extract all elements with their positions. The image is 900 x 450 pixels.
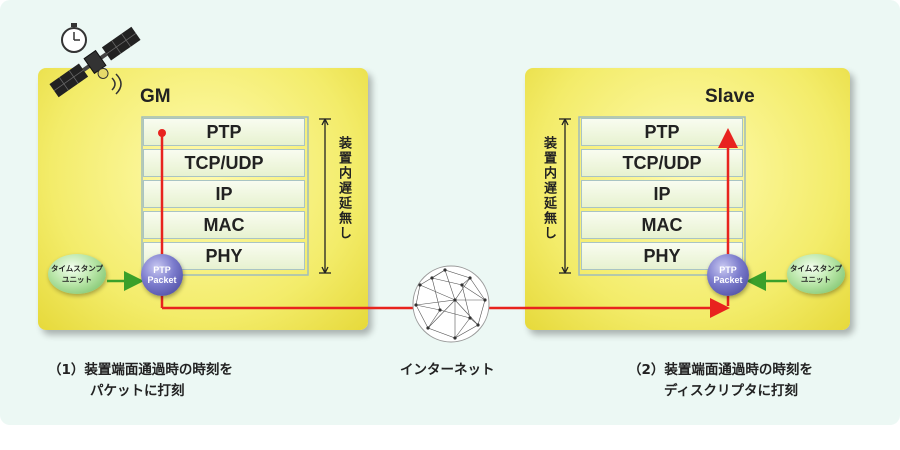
gm-caption-line-1: （1）装置端面通過時の時刻を	[48, 362, 233, 378]
slave-caption: （2）装置端面通過時の時刻を ディスクリプタに打刻	[628, 360, 813, 402]
gm-title: GM	[140, 86, 171, 107]
slave-orb-label-1: PTP	[719, 265, 737, 275]
slave-delay-bracket	[559, 118, 571, 274]
slave-ptp-packet-orb: PTP Packet	[707, 254, 749, 296]
gm-delay-label: 装置内遅延無し	[336, 136, 351, 241]
signal-wave-icon	[111, 73, 122, 95]
gm-layer-ip: IP	[143, 180, 305, 208]
gm-orb-label-2: Packet	[147, 275, 177, 285]
gm-stack-frame	[141, 116, 309, 276]
gm-device-box: GM PTP TCP/UDP IP MAC PHY 装置内遅延無し タイムスタン…	[38, 68, 368, 330]
slave-delay-label: 装置内遅延無し	[541, 136, 556, 241]
network-globe-icon	[412, 265, 490, 343]
gm-unit-label-1: タイムスタンプ	[50, 264, 104, 273]
slave-unit-label-1: タイムスタンプ	[789, 264, 843, 273]
gm-layer-mac: MAC	[143, 211, 305, 239]
slave-device-box: Slave PTP TCP/UDP IP MAC PHY 装置内遅延無し タイム…	[525, 68, 850, 330]
slave-caption-line-1: （2）装置端面通過時の時刻を	[628, 362, 813, 378]
gm-timestamp-unit: タイムスタンプ ユニット	[48, 254, 106, 294]
slave-layer-ip: IP	[581, 180, 743, 208]
gm-ptp-packet-orb: PTP Packet	[141, 254, 183, 296]
gm-delay-bracket	[319, 118, 331, 274]
slave-title: Slave	[705, 86, 755, 107]
slave-timestamp-unit: タイムスタンプ ユニット	[787, 254, 845, 294]
diagram-canvas: GM PTP TCP/UDP IP MAC PHY 装置内遅延無し タイムスタン…	[0, 0, 900, 425]
network-label: インターネット	[400, 362, 495, 378]
gm-layer-ptp: PTP	[143, 118, 305, 146]
slave-layer-tcp-udp: TCP/UDP	[581, 149, 743, 177]
slave-layer-ptp: PTP	[581, 118, 743, 146]
gm-orb-label-1: PTP	[153, 265, 171, 275]
stopwatch-icon	[61, 23, 87, 53]
slave-caption-line-2: ディスクリプタに打刻	[664, 383, 799, 399]
slave-orb-label-2: Packet	[713, 275, 743, 285]
connections-overlay	[49, 23, 787, 343]
gm-unit-label-2: ユニット	[62, 275, 92, 284]
gm-caption-line-2: パケットに打刻	[90, 383, 185, 399]
gm-layer-tcp-udp: TCP/UDP	[143, 149, 305, 177]
slave-layer-mac: MAC	[581, 211, 743, 239]
slave-unit-label-2: ユニット	[801, 275, 831, 284]
slave-stack-frame	[578, 116, 746, 276]
satellite-icon	[49, 26, 141, 98]
gm-caption: （1）装置端面通過時の時刻を パケットに打刻	[48, 360, 233, 402]
